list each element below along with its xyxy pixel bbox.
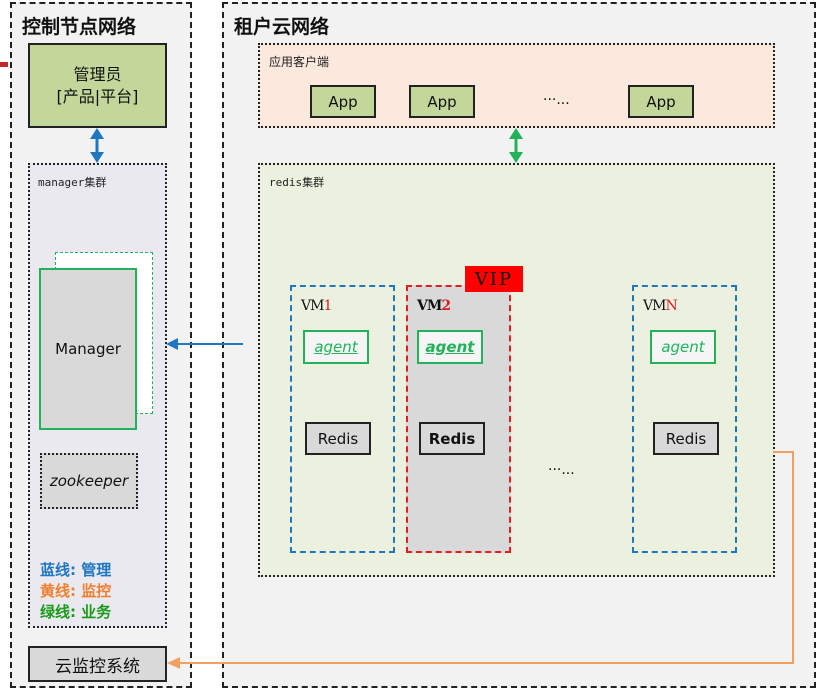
admin-label: 管理员 <box>73 64 122 84</box>
app-box[interactable]: App <box>628 85 694 118</box>
zookeeper-label: zookeeper <box>49 472 129 490</box>
manager-cluster-label: manager集群 <box>38 176 107 189</box>
vm-label: VM1 <box>301 298 332 314</box>
app-client-label: 应用客户端 <box>269 55 330 69</box>
edge-marker <box>0 62 8 67</box>
admin-box[interactable]: 管理员 [产品|平台] <box>28 43 167 128</box>
vm-box <box>632 285 737 553</box>
agent-box[interactable]: agent <box>417 330 483 364</box>
vm-box-active <box>406 285 511 553</box>
cloud-monitor-label: 云监控系统 <box>55 656 140 677</box>
cloud-monitor-box[interactable]: 云监控系统 <box>28 646 167 682</box>
control-zone-title: 控制节点网络 <box>22 16 137 38</box>
manager-box[interactable]: Manager <box>39 268 137 430</box>
app-box[interactable]: App <box>409 85 475 118</box>
vm-label: VM2 <box>417 298 451 314</box>
manager-label: Manager <box>55 340 121 358</box>
legend-item-monitoring: 黄线: 监控 <box>40 582 112 600</box>
legend-item-management: 蓝线: 管理 <box>40 561 112 579</box>
app-ellipsis: ···... <box>543 92 570 108</box>
redis-box[interactable]: Redis <box>419 422 485 455</box>
vm-label: VMN <box>643 298 678 314</box>
agent-box[interactable]: agent <box>650 330 716 364</box>
tenant-zone-title: 租户云网络 <box>234 16 330 38</box>
vm-ellipsis: ···... <box>548 462 575 478</box>
admin-sublabel: [产品|平台] <box>56 86 139 106</box>
vip-badge: VIP <box>465 266 523 292</box>
legend-item-business: 绿线: 业务 <box>40 603 112 621</box>
zookeeper-box[interactable]: zookeeper <box>40 453 138 509</box>
redis-cluster-label: redis集群 <box>269 176 325 189</box>
vm-box <box>290 285 395 553</box>
app-box[interactable]: App <box>310 85 376 118</box>
redis-box[interactable]: Redis <box>653 422 719 455</box>
redis-box[interactable]: Redis <box>305 422 371 455</box>
legend: 蓝线: 管理 黄线: 监控 绿线: 业务 <box>40 560 111 623</box>
agent-box[interactable]: agent <box>303 330 369 364</box>
